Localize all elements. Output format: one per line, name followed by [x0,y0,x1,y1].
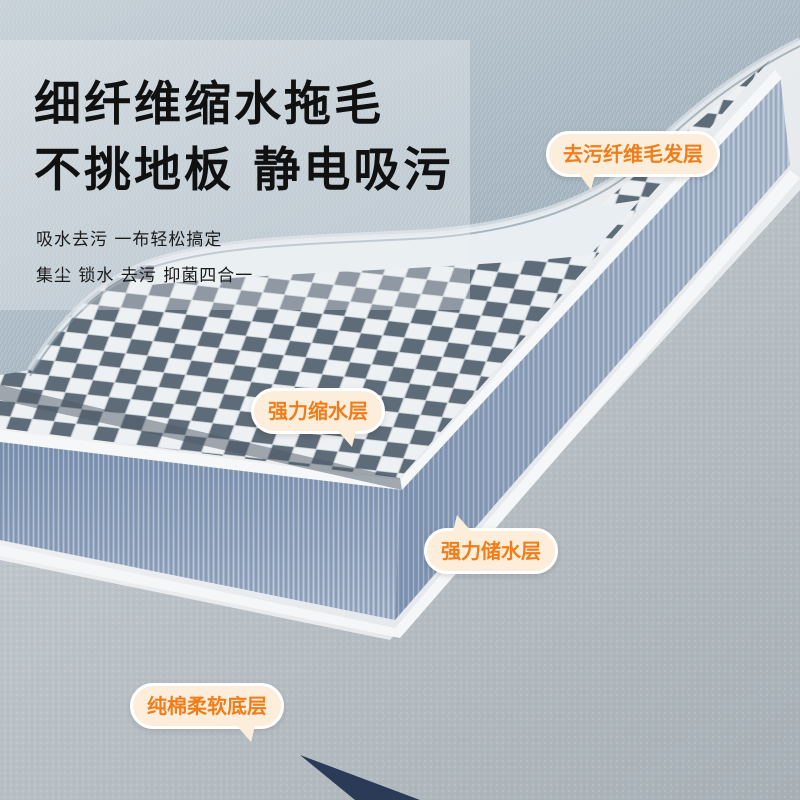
headline-line-2: 不挑地板 静电吸污 [34,143,454,198]
headline-line-1: 细纤维缩水拖毛 [34,77,384,132]
headline: 细纤维缩水拖毛 不挑地板 静电吸污 [34,72,453,204]
layer-label-fiber: 强力储水层 [424,515,558,574]
subheadline: 吸水去污 一布轻松搞定 集尘 锁水 去污 抑菌四合一 [36,222,253,294]
subheadline-line-2: 集尘 锁水 去污 抑菌四合一 [36,266,254,286]
layer-label-top: 去污纤维毛发层 [546,131,720,190]
layer-label-mesh: 强力缩水层 [251,388,385,447]
layer-label-base: 纯棉柔软底层 [130,683,284,742]
subheadline-line-1: 吸水去污 一布轻松搞定 [36,230,223,250]
